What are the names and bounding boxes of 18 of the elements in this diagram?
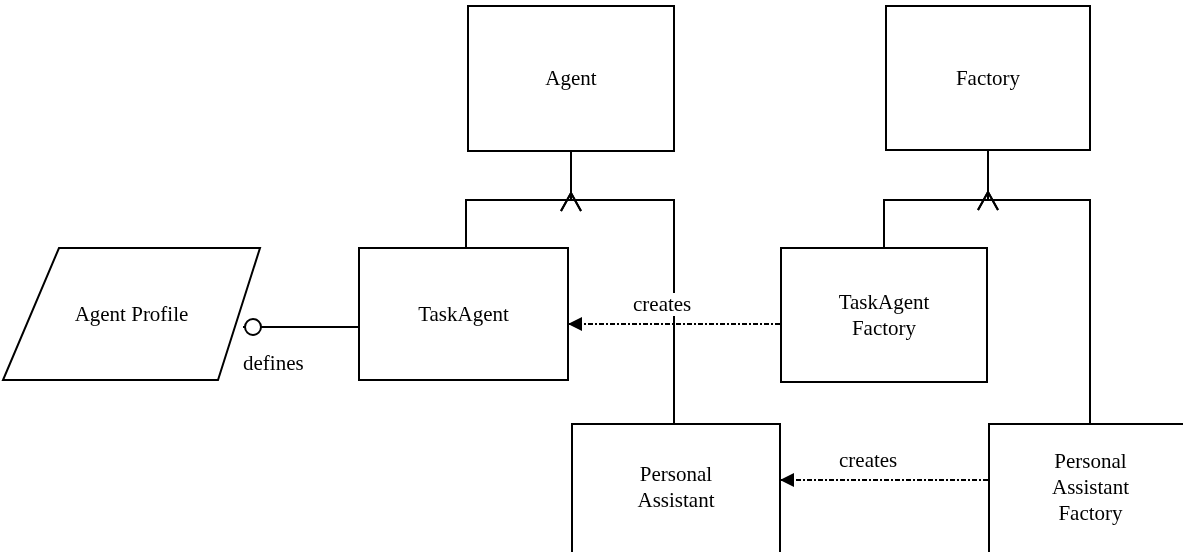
- class-box: [885, 5, 1091, 151]
- class-box: [467, 5, 675, 152]
- dashed-arrow: [780, 473, 989, 487]
- class-name: TaskAgent Factory: [837, 288, 931, 342]
- class-name: Agent Profile: [74, 300, 189, 328]
- class-name: Agent: [545, 65, 597, 92]
- class-box: [571, 423, 781, 552]
- association-line: [242, 318, 359, 336]
- dashed-arrow: [568, 317, 781, 331]
- class-name: Factory: [955, 64, 1021, 92]
- class-box: [358, 247, 569, 381]
- class-box: [988, 423, 1183, 552]
- inheritance-arrow: [977, 150, 1091, 424]
- class-name: Personal Assistant: [636, 460, 716, 514]
- class-name: TaskAgent: [418, 300, 509, 328]
- class-box: [780, 247, 988, 383]
- class-name: Personal Assistant Factory: [1051, 447, 1130, 527]
- inheritance-arrow: [560, 151, 675, 424]
